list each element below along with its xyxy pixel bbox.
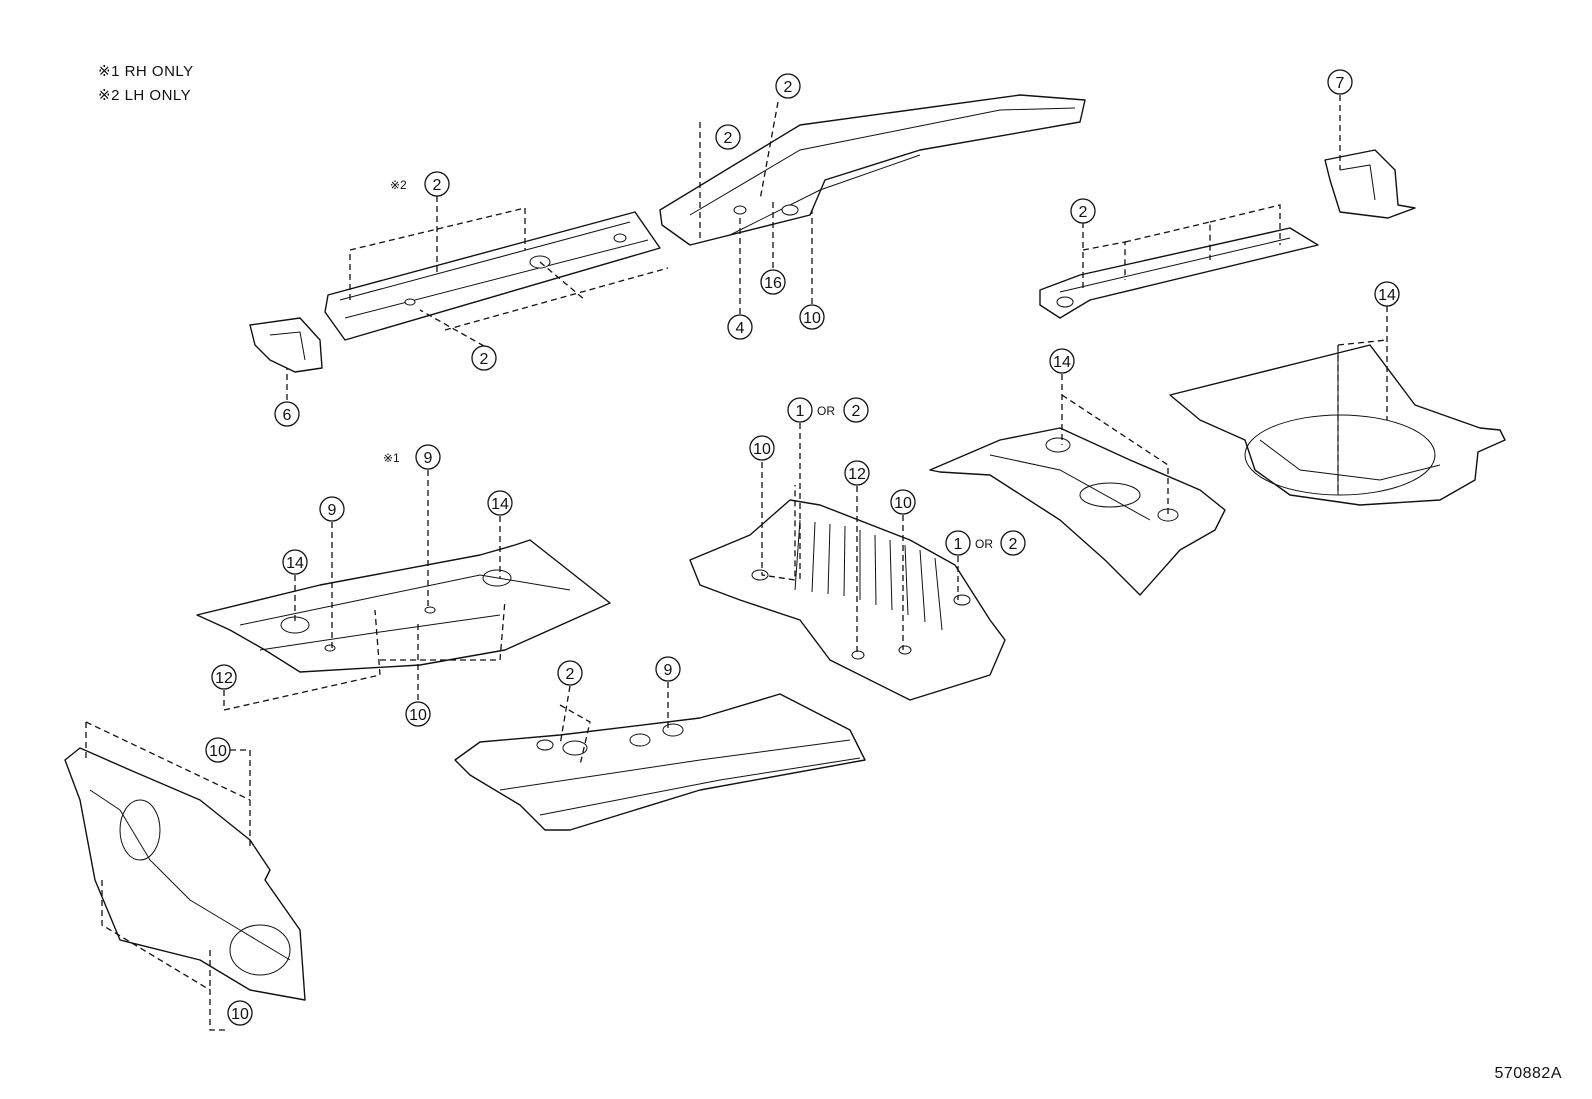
callout-number: 2 [1079,204,1088,221]
dash-panel [64,747,306,1001]
rear-floor-side-member [659,94,1086,246]
lh-only-mark: ※2 [390,178,407,192]
callout-4[interactable]: 4 [727,314,753,340]
callout-10-center-b[interactable]: 10 [890,489,916,515]
callout-number: 2 [480,351,489,368]
note-lh-only: ※2 LH ONLY [98,86,191,104]
note-mark: ※2 [98,87,120,104]
callout-number: 14 [1053,354,1071,371]
or-label: OR [817,404,835,418]
callout-number: 14 [286,555,304,572]
callout-14-rear-front-pan[interactable]: 14 [1049,348,1075,374]
callout-2-rear-cross[interactable]: 2 [1070,198,1096,224]
callout-12-center[interactable]: 12 [844,460,870,486]
callout-number: 9 [424,450,433,467]
callout-14-front-r[interactable]: 14 [487,490,513,516]
callout-14-front-l[interactable]: 14 [282,549,308,575]
callout-12-front[interactable]: 12 [211,664,237,690]
callout-2-center-b[interactable]: 2 [1000,530,1026,556]
callout-number: 4 [736,320,745,337]
callout-9-rh[interactable]: 9 [415,444,441,470]
note-rh-only: ※1 RH ONLY [98,62,194,80]
callout-number: 9 [664,662,673,679]
callout-7[interactable]: 7 [1327,69,1353,95]
callout-number: 10 [231,1006,249,1023]
front-bracket [249,317,323,373]
callout-9-front[interactable]: 9 [319,496,345,522]
callout-1-center-b[interactable]: 1 [945,530,971,556]
callout-number: 1 [954,536,963,553]
callout-number: 9 [328,502,337,519]
callout-2-top[interactable]: 2 [775,73,801,99]
callout-1-center-a[interactable]: 1 [787,397,813,423]
note-text: RH ONLY [124,63,194,80]
diagram-code: 570882A [1494,1065,1562,1082]
callout-10-rail[interactable]: 10 [799,304,825,330]
callout-number: 10 [409,707,427,724]
callout-6[interactable]: 6 [274,401,300,427]
or-label: OR [975,537,993,551]
front-floor-pan [196,539,611,673]
callout-number: 7 [1336,75,1345,92]
rear-floor-front-pan [929,427,1226,596]
callout-16[interactable]: 16 [760,269,786,295]
rear-floor-cross-member [1039,227,1319,319]
center-floor-pan [689,499,1006,701]
rear-bracket [1324,149,1416,219]
callout-2-center-a[interactable]: 2 [843,397,869,423]
callout-2-lh-lower[interactable]: 2 [471,345,497,371]
callout-number: 10 [894,495,912,512]
callout-10-center[interactable]: 10 [749,435,775,461]
callout-number: 6 [283,407,292,424]
callout-2-lh-member[interactable]: 2 [424,171,450,197]
callout-number: 14 [491,496,509,513]
callout-number: 2 [433,177,442,194]
callout-number: 12 [848,466,866,483]
callout-2-rail-upper[interactable]: 2 [715,124,741,150]
callout-9-tunnel[interactable]: 9 [655,656,681,682]
callout-10-dash-top[interactable]: 10 [205,737,231,763]
callout-number: 12 [215,670,233,687]
callout-number: 10 [753,441,771,458]
callout-2-tunnel[interactable]: 2 [557,660,583,686]
note-mark: ※1 [98,63,120,80]
rh-only-mark: ※1 [383,451,400,465]
callout-number: 16 [764,275,782,292]
callout-number: 2 [852,403,861,420]
callout-number: 1 [796,403,805,420]
callout-number: 14 [1378,287,1396,304]
callout-number: 2 [566,666,575,683]
leader-lines [85,95,1388,1031]
callout-number: 2 [1009,536,1018,553]
callout-10-dash-bottom[interactable]: 10 [227,1000,253,1026]
note-text: LH ONLY [124,87,192,104]
front-floor-side-member-lh [324,211,661,341]
callout-number: 10 [803,310,821,327]
callout-number: 2 [784,79,793,96]
callout-14-rear-pan[interactable]: 14 [1374,281,1400,307]
callout-number: 2 [724,130,733,147]
callout-10-front[interactable]: 10 [405,701,431,727]
front-floor-tunnel [454,693,866,831]
callout-number: 10 [209,743,227,760]
